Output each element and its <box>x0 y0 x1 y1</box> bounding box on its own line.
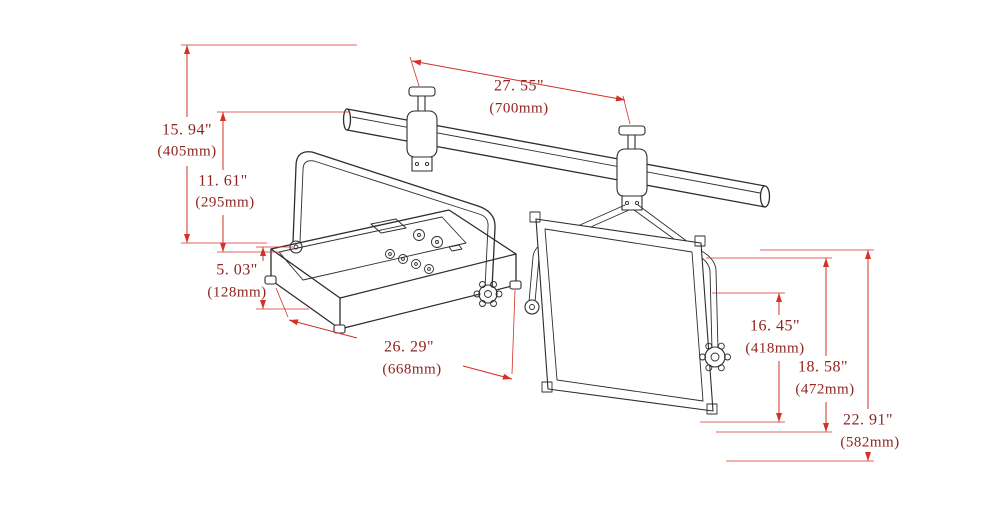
dim-pipe-length-inches: 27. 55" <box>494 78 544 95</box>
left-body-connector-pin <box>427 267 431 271</box>
right-clamp-screw-stem <box>627 134 636 151</box>
left-yoke-star-knob <box>473 281 503 307</box>
left-clamp-t-handle <box>408 86 436 97</box>
star-knob-bump <box>717 364 725 372</box>
pipe-left-end <box>342 108 352 131</box>
dim-right-overall-height-mm: (582mm) <box>840 434 899 450</box>
dim-right-panel-outer-height-mm: (472mm) <box>795 381 854 397</box>
left-clamp-screw-stem <box>417 95 426 112</box>
star-knob-bump <box>473 290 481 298</box>
dim-right-overall-height: 22. 91" (582mm) <box>726 249 899 462</box>
right-panel-corner-bracket <box>694 235 706 247</box>
dim-left-overall-height-mm: (405mm) <box>157 143 216 159</box>
left-body-corner-foot <box>509 280 522 290</box>
dimension-line <box>462 365 513 380</box>
left-body-connector <box>424 264 434 274</box>
star-knob-bump <box>699 353 706 361</box>
right-clamp-t-handle <box>618 125 646 136</box>
left-body-heatsink-vents <box>278 216 467 281</box>
right-clamp-bolt <box>624 200 630 206</box>
dim-left-body-width-inches: 26. 29" <box>384 339 434 356</box>
right-panel-outer-frame <box>535 218 714 412</box>
dim-left-body-depth: 5. 03" (128mm) <box>207 246 309 310</box>
star-knob-bump <box>479 300 486 307</box>
left-clamp-jaw <box>406 110 438 158</box>
star-knob-bump <box>724 353 731 361</box>
star-knob-bump <box>490 281 497 288</box>
right-panel-inner-frame <box>544 228 704 402</box>
left-fixture <box>264 151 522 334</box>
dim-right-panel-outer-height-inches: 18. 58" <box>798 359 848 376</box>
left-clamp-bolt <box>424 161 430 167</box>
right-yoke-pivot-left <box>524 299 540 315</box>
dim-right-panel-outer-height: 18. 58" (472mm) <box>706 257 854 433</box>
left-body-connector <box>411 259 421 269</box>
dimension-annotations: 27. 55" (700mm) 15. 94" (405mm) 11. 61" … <box>157 44 899 462</box>
dim-right-panel-inner-height-inches: 16. 45" <box>750 318 800 335</box>
left-yoke-outer <box>292 151 496 289</box>
extension-line <box>511 289 516 375</box>
left-body-display <box>370 218 407 234</box>
left-body-connector-pin <box>388 252 392 256</box>
dim-right-panel-inner-height-mm: (418mm) <box>745 340 804 356</box>
left-body-connector-pin <box>401 257 405 261</box>
left-body-connector <box>398 254 408 264</box>
star-knob-bump <box>717 342 725 350</box>
right-panel-corner-bracket <box>541 381 553 393</box>
right-clamp-jaw <box>616 148 648 197</box>
left-body-knob <box>431 236 443 248</box>
left-body-knob-dot <box>435 240 439 244</box>
dim-left-hanger-height: 11. 61" (295mm) <box>195 111 350 253</box>
left-yoke-knob-small-hub <box>293 244 299 250</box>
dim-left-overall-height: 15. 94" (405mm) <box>157 44 357 244</box>
left-body-knob <box>413 229 425 241</box>
left-pipe-clamp <box>406 86 438 172</box>
right-yoke-star-knob <box>699 342 731 372</box>
dimension-line <box>411 59 626 102</box>
left-clamp-bolt <box>414 161 420 167</box>
right-clamp-mount <box>621 195 643 211</box>
star-knob-body <box>704 346 726 368</box>
left-body-connector-pin <box>414 262 418 266</box>
dim-right-overall-height-inches: 22. 91" <box>843 412 893 429</box>
left-body-corner-foot <box>264 275 277 285</box>
dim-left-body-width: 26. 29" (668mm) <box>275 287 516 380</box>
dim-pipe-length-mm: (700mm) <box>489 100 548 116</box>
pipe-right-end <box>759 185 771 208</box>
dim-left-body-depth-inches: 5. 03" <box>216 262 258 279</box>
left-yoke-inner <box>299 160 489 289</box>
left-body-connector <box>385 249 395 259</box>
star-knob-bump <box>705 364 713 372</box>
star-knob-bump <box>495 290 503 298</box>
dim-left-hanger-height-inches: 11. 61" <box>198 173 247 190</box>
right-pipe-clamp <box>616 125 648 211</box>
star-knob-bump <box>479 281 486 288</box>
left-body-corner-foot <box>333 324 346 334</box>
left-clamp-mount <box>411 156 433 172</box>
right-panel-corner-bracket <box>529 211 541 223</box>
dim-pipe-length: 27. 55" (700mm) <box>409 56 631 125</box>
left-body-switch <box>448 244 463 252</box>
star-knob-body <box>478 284 498 304</box>
left-body-knob-dot <box>417 233 421 237</box>
right-clamp-bolt <box>634 200 640 206</box>
star-knob-hub <box>484 290 492 298</box>
right-fixture <box>524 204 731 415</box>
extension-line <box>275 287 289 318</box>
dim-left-overall-height-inches: 15. 94" <box>162 122 212 139</box>
right-yoke-pivot-left-hub <box>529 304 535 310</box>
dim-left-body-depth-mm: (128mm) <box>207 284 266 300</box>
dimension-line <box>288 319 358 339</box>
star-knob-bump <box>490 300 497 307</box>
dim-left-hanger-height-mm: (295mm) <box>195 194 254 210</box>
star-knob-hub <box>710 352 720 362</box>
dim-right-panel-inner-height: 16. 45" (418mm) <box>700 292 804 423</box>
dim-left-body-width-mm: (668mm) <box>382 361 441 377</box>
star-knob-bump <box>705 342 713 350</box>
right-panel-corner-bracket <box>706 403 718 415</box>
